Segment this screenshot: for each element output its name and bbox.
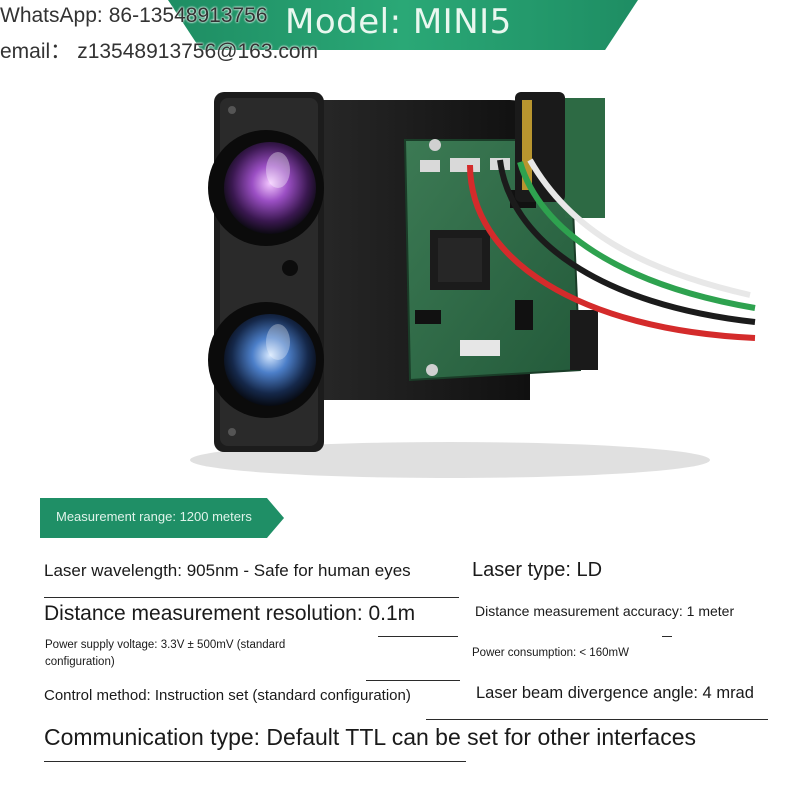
divider bbox=[44, 597, 459, 598]
measurement-range-text: Measurement range: 1200 meters bbox=[56, 509, 252, 524]
whatsapp-contact: WhatsApp:86-13548913756 bbox=[0, 4, 268, 28]
wire-white bbox=[527, 158, 751, 298]
control-method: Control method: Instruction set (standar… bbox=[44, 687, 411, 704]
whatsapp-label: WhatsApp: bbox=[0, 4, 103, 27]
power-supply-voltage: Power supply voltage: 3.3V ± 500mV (stan… bbox=[45, 639, 286, 668]
side-board bbox=[565, 98, 605, 218]
email-label: email： bbox=[0, 40, 72, 63]
divider bbox=[44, 761, 466, 762]
divider bbox=[378, 636, 458, 637]
rangefinder-module-image bbox=[190, 92, 756, 478]
model-banner bbox=[168, 0, 638, 50]
drop-shadow bbox=[190, 442, 710, 478]
divider bbox=[366, 680, 460, 681]
top-lens-icon bbox=[208, 130, 324, 246]
measurement-range-tag: Measurement range: 1200 meters bbox=[40, 498, 284, 538]
communication-type: Communication type: Default TTL can be s… bbox=[44, 724, 696, 750]
beam-divergence: Laser beam divergence angle: 4 mrad bbox=[476, 684, 754, 702]
laser-wavelength: Laser wavelength: 905nm - Safe for human… bbox=[44, 561, 411, 580]
laser-type: Laser type: LD bbox=[472, 559, 603, 581]
bottom-lens-icon bbox=[208, 302, 324, 418]
wire-red bbox=[467, 164, 756, 341]
divider bbox=[426, 719, 768, 720]
distance-accuracy: Distance measurement accuracy: 1 meter bbox=[475, 603, 735, 619]
distance-resolution: Distance measurement resolution: 0.1m bbox=[44, 602, 416, 625]
wire-black bbox=[497, 159, 756, 325]
email-contact: email：z13548913756@163.com bbox=[0, 35, 318, 65]
wire-green bbox=[517, 161, 756, 311]
whatsapp-number: 86-13548913756 bbox=[108, 4, 268, 27]
circuit-board bbox=[403, 139, 582, 382]
divider bbox=[662, 636, 672, 637]
email-address: z13548913756@163.com bbox=[77, 40, 319, 63]
model-title: Model: MINI5 bbox=[285, 2, 512, 42]
power-consumption: Power consumption: < 160mW bbox=[472, 647, 629, 659]
